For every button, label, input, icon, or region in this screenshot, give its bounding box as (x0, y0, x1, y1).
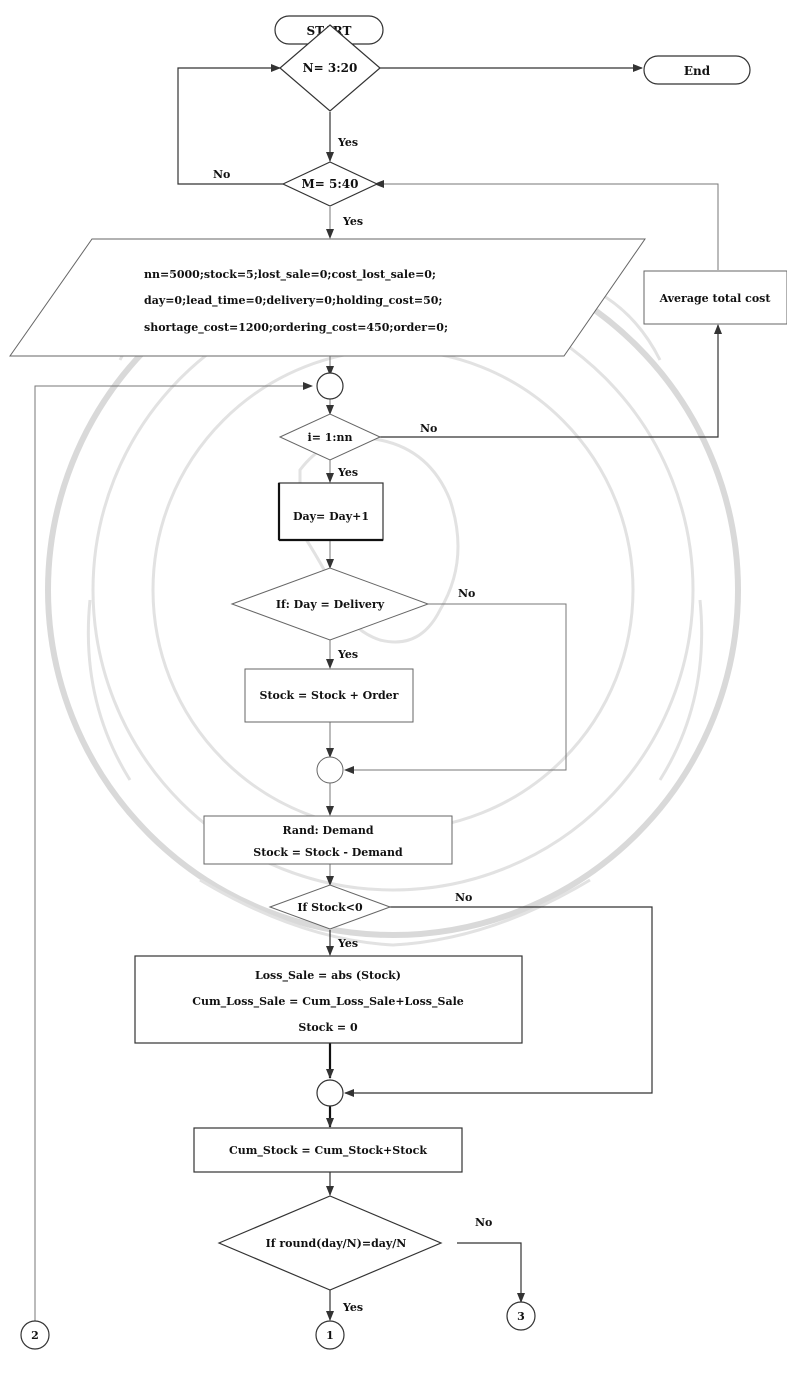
cum-stock-label: Cum_Stock = Cum_Stock+Stock (229, 1144, 427, 1158)
connector-3-label: 3 (517, 1310, 525, 1323)
init-line-1: nn=5000;stock=5;lost_sale=0;cost_lost_sa… (144, 268, 436, 282)
loop-n-label: N= 3:20 (303, 61, 358, 75)
loop-i-label: i= 1:nn (308, 431, 353, 444)
cum-stock-box (193, 1127, 463, 1173)
stock-add-order-box (244, 668, 414, 723)
yes-label-m: Yes (342, 215, 363, 228)
no-label-stock: No (455, 891, 472, 904)
average-total-cost-box (643, 270, 787, 325)
stock-add-order-label: Stock = Stock + Order (260, 689, 399, 702)
no-label-i: No (420, 422, 437, 435)
connector-1 (315, 1320, 345, 1350)
loop-i-decision (278, 413, 382, 461)
connector-2 (20, 1320, 50, 1350)
yes-label-delivery: Yes (337, 648, 358, 661)
init-line-2: day=0;lead_time=0;delivery=0;holding_cos… (144, 294, 443, 308)
day-increment-label: Day= Day+1 (293, 510, 369, 523)
loss-line-1: Loss_Sale = abs (Stock) (255, 969, 401, 983)
yes-label-round: Yes (342, 1301, 363, 1314)
loss-line-3: Stock = 0 (298, 1021, 358, 1034)
no-label-m: No (213, 168, 230, 181)
if-round-decision (217, 1195, 443, 1291)
junction-after-loss (316, 1079, 344, 1107)
connector-2-label: 2 (31, 1329, 39, 1342)
if-delivery-label: If: Day = Delivery (276, 598, 385, 611)
demand-box (203, 815, 453, 865)
demand-line-1: Rand: Demand (282, 824, 373, 837)
yes-label-n: Yes (337, 136, 358, 149)
if-stock-negative-decision (268, 884, 392, 930)
connector-1-label: 1 (326, 1329, 334, 1342)
junction-loop-i (316, 372, 344, 400)
average-total-cost-label: Average total cost (659, 292, 772, 305)
no-label-round: No (475, 1216, 492, 1229)
no-label-delivery: No (458, 587, 475, 600)
junction-after-delivery (316, 756, 344, 784)
demand-line-2: Stock = Stock - Demand (253, 846, 403, 859)
yes-label-stock: Yes (337, 937, 358, 950)
loop-m-decision (281, 161, 379, 207)
if-delivery-decision (230, 567, 430, 641)
end-terminal (643, 55, 751, 85)
if-stock-negative-label: If Stock<0 (297, 901, 363, 914)
connector-3 (506, 1301, 536, 1331)
init-line-3: shortage_cost=1200;ordering_cost=450;ord… (144, 321, 448, 335)
end-label: End (684, 64, 711, 78)
initialization-parallelogram (9, 238, 646, 357)
flow-connectors (34, 44, 722, 1322)
loop-n-decision (279, 24, 381, 112)
if-round-label: If round(day/N)=day/N (266, 1237, 407, 1250)
loss-line-2: Cum_Loss_Sale = Cum_Loss_Sale+Loss_Sale (192, 995, 464, 1009)
loop-m-label: M= 5:40 (302, 177, 359, 191)
yes-label-i: Yes (337, 466, 358, 479)
loss-sale-box (134, 955, 523, 1044)
